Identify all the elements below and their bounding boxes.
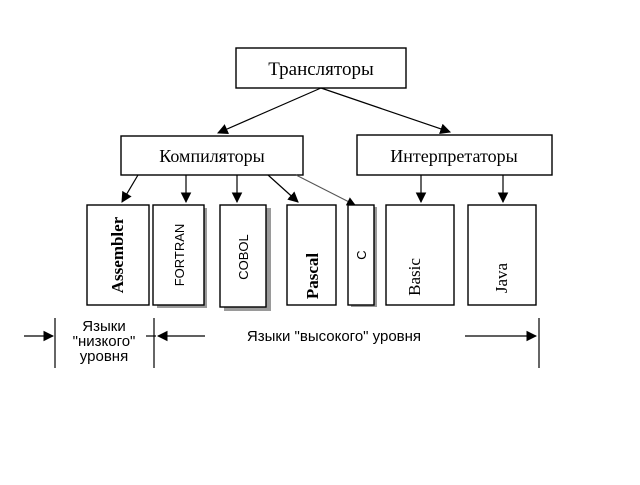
lang-pascal: Pascal [286, 204, 337, 306]
lang-fortran: FORTRAN [152, 204, 207, 308]
arrow-root-to-compilers [217, 87, 322, 135]
low-level-line3: уровня [80, 348, 128, 365]
arrow-root-to-interpreters [320, 87, 452, 134]
low-level-line2: "низкого" [73, 333, 136, 350]
low-level-line1: Языки [82, 318, 125, 335]
node-translators: Трансляторы [235, 47, 407, 89]
arrow-compilers-to-assembler [121, 174, 139, 203]
lang-c: C [347, 204, 377, 307]
node-translators-label: Трансляторы [268, 59, 374, 80]
node-compilers: Компиляторы [120, 135, 304, 176]
lang-cobol-label: COBOL [236, 234, 251, 280]
lang-java: Java [467, 204, 537, 306]
lang-cobol: COBOL [219, 204, 271, 311]
lang-c-label: C [354, 250, 369, 259]
node-compilers-label: Компиляторы [159, 146, 264, 166]
low-level-label: Языки "низкого" уровня [73, 318, 136, 365]
lang-assembler-label: Assembler [108, 216, 127, 293]
high-level-label: Языки "высокого" уровня [247, 328, 421, 345]
lang-assembler: Assembler [86, 204, 150, 306]
node-interpreters-label: Интерпретаторы [390, 146, 517, 166]
lang-java-label: Java [492, 262, 511, 293]
node-interpreters: Интерпретаторы [356, 134, 553, 176]
lang-pascal-label: Pascal [303, 253, 322, 300]
lang-fortran-label: FORTRAN [172, 224, 187, 287]
arrow-compilers-to-c [295, 174, 356, 206]
lang-basic: Basic [385, 204, 455, 306]
arrow-compilers-to-pascal [267, 174, 299, 203]
lang-basic-label: Basic [405, 258, 424, 296]
